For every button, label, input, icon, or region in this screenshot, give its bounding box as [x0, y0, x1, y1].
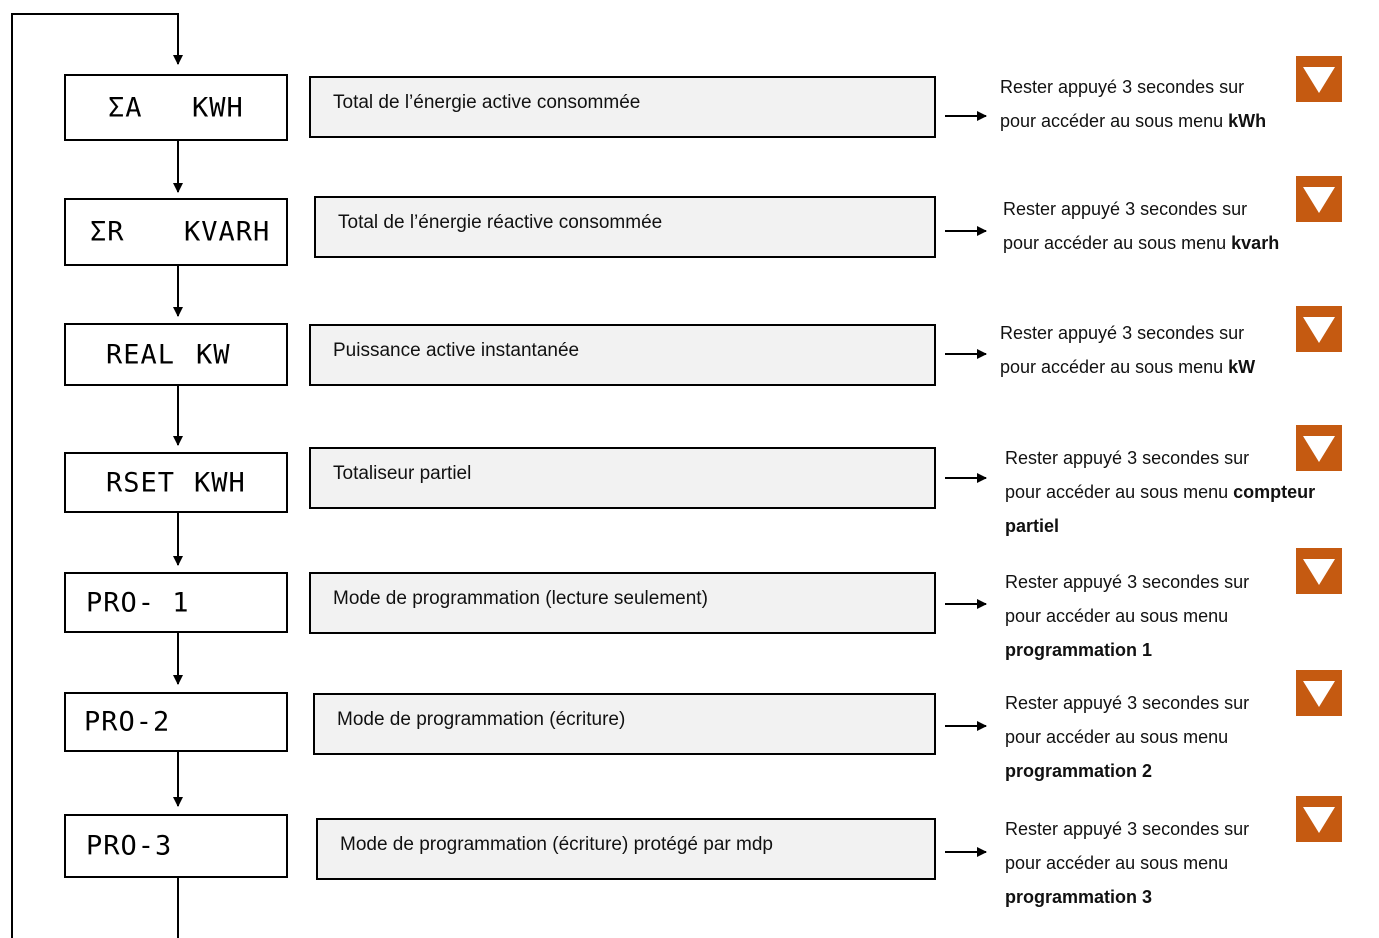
description-box-4: Totaliseur partiel: [309, 447, 936, 509]
lcd-text-left: REAL: [106, 339, 176, 370]
note-submenu-name: programmation 2: [1005, 761, 1153, 781]
lcd-text-right: KVARH: [184, 216, 271, 248]
down-button[interactable]: [1296, 176, 1342, 222]
lcd-text-left: ΣA: [108, 92, 143, 123]
down-button[interactable]: [1296, 670, 1342, 716]
lcd-text-left: PRO-2: [84, 706, 171, 738]
submenu-note-4: Rester appuyé 3 secondes sur pour accéde…: [1005, 441, 1315, 543]
submenu-note-3: Rester appuyé 3 secondes sur pour accéde…: [1000, 316, 1255, 384]
note-submenu-name: kWh: [1228, 111, 1267, 131]
note-line-2: pour accéder au sous menu: [1003, 233, 1227, 253]
description-box-7: Mode de programmation (écriture) protégé…: [316, 818, 936, 880]
description-box-2: Total de l’énergie réactive consommée: [314, 196, 936, 258]
lcd-text-left: PRO-3: [86, 830, 173, 862]
note-submenu-name: kvarh: [1231, 233, 1280, 253]
down-triangle-icon: [1303, 67, 1335, 93]
description-box-3: Puissance active instantanée: [309, 324, 936, 386]
down-button[interactable]: [1296, 796, 1342, 842]
down-triangle-icon: [1303, 559, 1335, 585]
lcd-text-left: PRO- 1: [86, 587, 190, 618]
note-line-2: pour accéder au sous menu: [1000, 111, 1224, 131]
note-line-1: Rester appuyé 3 secondes sur: [1000, 77, 1245, 97]
note-line-1: Rester appuyé 3 secondes sur: [1005, 448, 1250, 468]
down-triangle-icon: [1303, 187, 1335, 213]
description-text: Puissance active instantanée: [333, 340, 580, 361]
lcd-display-4: RSET KWH: [64, 452, 288, 513]
description-text: Mode de programmation (écriture): [337, 709, 626, 730]
lcd-text-right: KW: [196, 339, 231, 370]
lcd-display-6: PRO-2: [64, 692, 288, 752]
loop-return-path: [11, 13, 183, 938]
note-line-1: Rester appuyé 3 secondes sur: [1005, 819, 1250, 839]
note-line-2: pour accéder au sous menu: [1005, 482, 1229, 502]
note-submenu-name: compteur: [1233, 482, 1316, 502]
submenu-note-6: Rester appuyé 3 secondes sur pour accéde…: [1005, 686, 1249, 788]
lcd-text-left: ΣR: [90, 216, 125, 248]
lcd-text-right: KWH: [192, 92, 244, 123]
down-triangle-icon: [1303, 436, 1335, 462]
submenu-note-5: Rester appuyé 3 secondes sur pour accéde…: [1005, 565, 1249, 667]
description-text: Total de l’énergie réactive consommée: [338, 212, 663, 233]
note-submenu-name: programmation 3: [1005, 887, 1153, 907]
down-triangle-icon: [1303, 681, 1335, 707]
lcd-display-7: PRO-3: [64, 814, 288, 878]
note-line-2: pour accéder au sous menu: [1005, 606, 1229, 626]
down-button[interactable]: [1296, 548, 1342, 594]
note-submenu-name: programmation 1: [1005, 640, 1153, 660]
note-submenu-name-cont: partiel: [1005, 516, 1060, 536]
submenu-note-2: Rester appuyé 3 secondes sur pour accéde…: [1003, 192, 1279, 260]
description-text: Total de l’énergie active consommée: [333, 92, 641, 113]
lcd-text-right: KWH: [194, 467, 246, 498]
note-line-2: pour accéder au sous menu: [1000, 357, 1224, 377]
lcd-display-5: PRO- 1: [64, 572, 288, 633]
down-button[interactable]: [1296, 56, 1342, 102]
description-text: Mode de programmation (lecture seulement…: [333, 588, 708, 609]
down-button[interactable]: [1296, 425, 1342, 471]
submenu-note-7: Rester appuyé 3 secondes sur pour accéde…: [1005, 812, 1249, 914]
description-box-5: Mode de programmation (lecture seulement…: [309, 572, 936, 634]
note-line-1: Rester appuyé 3 secondes sur: [1005, 572, 1250, 592]
lcd-display-1: ΣA KWH: [64, 74, 288, 141]
lcd-display-3: REAL KW: [64, 323, 288, 386]
note-line-2: pour accéder au sous menu: [1005, 727, 1229, 747]
note-line-1: Rester appuyé 3 secondes sur: [1000, 323, 1245, 343]
down-triangle-icon: [1303, 807, 1335, 833]
description-text: Mode de programmation (écriture) protégé…: [340, 834, 773, 855]
description-box-6: Mode de programmation (écriture): [313, 693, 936, 755]
note-line-2: pour accéder au sous menu: [1005, 853, 1229, 873]
down-button[interactable]: [1296, 306, 1342, 352]
lcd-text-left: RSET: [106, 467, 176, 498]
note-line-1: Rester appuyé 3 secondes sur: [1005, 693, 1250, 713]
note-submenu-name: kW: [1228, 357, 1256, 377]
lcd-display-2: ΣR KVARH: [64, 198, 288, 266]
description-box-1: Total de l’énergie active consommée: [309, 76, 936, 138]
description-text: Totaliseur partiel: [333, 463, 472, 484]
submenu-note-1: Rester appuyé 3 secondes sur pour accéde…: [1000, 70, 1266, 138]
down-triangle-icon: [1303, 317, 1335, 343]
note-line-1: Rester appuyé 3 secondes sur: [1003, 199, 1248, 219]
